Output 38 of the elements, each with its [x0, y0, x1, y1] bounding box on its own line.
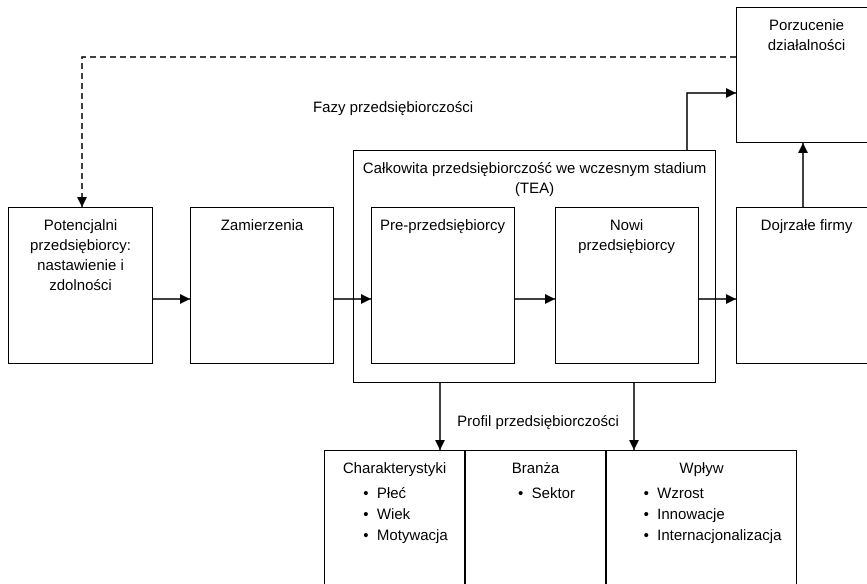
box-label: Pre-przedsiębiorcy — [378, 216, 506, 236]
process-box — [353, 150, 716, 383]
box-label: Całkowita przedsiębiorczość we wczesnym stadium (TEA) — [362, 159, 708, 199]
section-label: Fazy przedsiębiorczości — [312, 99, 474, 117]
arrow — [334, 294, 371, 304]
section-label: Profil przedsiębiorczości — [457, 413, 619, 431]
box-label: Zamierzenia — [220, 216, 304, 236]
list-item: • Internacjonalizacja — [644, 526, 782, 546]
arrow — [699, 294, 736, 304]
list-item: • Motywacja — [363, 526, 448, 546]
arrow — [153, 294, 190, 304]
arrow — [798, 143, 808, 207]
arrow — [686, 88, 736, 150]
list-item: • Sektor — [518, 484, 575, 504]
process-box — [736, 7, 867, 143]
arrow — [435, 383, 445, 450]
box-label: Nowi przedsiębiorcy — [577, 216, 676, 256]
list-item: • Innowacje — [644, 505, 726, 525]
process-box — [190, 207, 334, 364]
list-item: • Wiek — [363, 505, 412, 525]
box-label: Porzucenie działalności — [766, 16, 846, 56]
list-item: • Płeć — [363, 484, 408, 504]
list-item: • Wzrost — [644, 484, 705, 504]
box-label: Dojrzałe firmy — [760, 216, 854, 236]
arrow — [77, 56, 736, 207]
arrow — [515, 294, 555, 304]
process-box — [606, 450, 797, 584]
process-box — [465, 450, 606, 584]
process-box — [554, 206, 698, 364]
process-box — [370, 206, 514, 364]
arrow — [629, 383, 639, 450]
box-label: Potencjalni przedsiębiorcy: nastawienie i zdolności — [29, 216, 132, 296]
box-heading: Branża — [512, 459, 560, 479]
box-heading: Wpływ — [679, 459, 724, 479]
box-heading: Charakterystyki — [342, 459, 446, 479]
process-box — [8, 207, 153, 364]
process-box — [324, 450, 465, 584]
process-box — [736, 207, 867, 364]
